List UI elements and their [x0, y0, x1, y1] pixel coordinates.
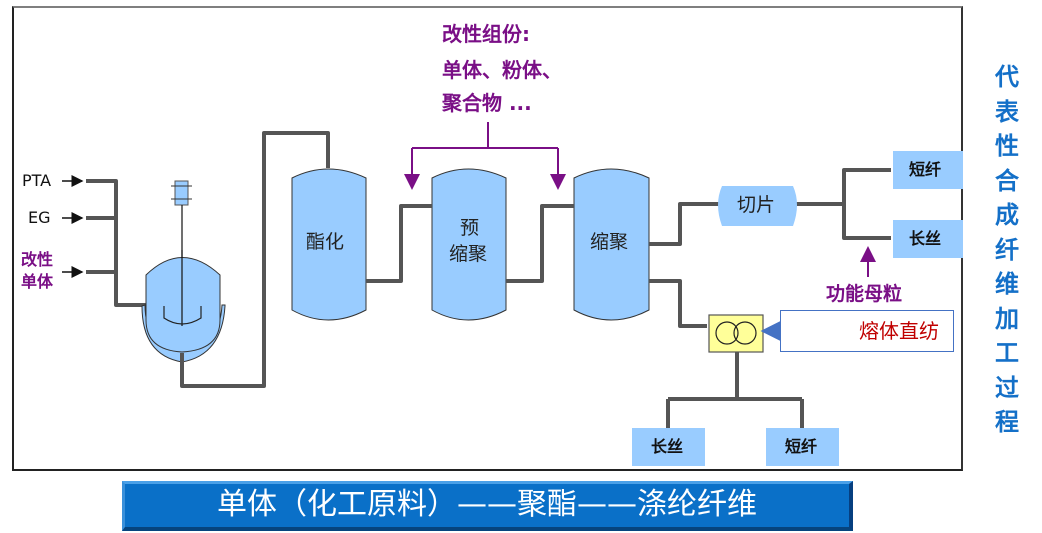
feed-pipes	[86, 179, 146, 307]
vessel-polycondensation	[573, 168, 650, 321]
vessel-label-prepoly-2: 缩聚	[449, 243, 488, 265]
melt-direct-spinning-box: 熔体直纺	[780, 310, 954, 352]
vessel-label-esterification: 酯化	[306, 231, 345, 253]
side-title: 代表性合成纤维加工过程	[995, 63, 1019, 436]
product-label-chip-staple: 短纤	[909, 160, 942, 179]
vessel-esterification	[291, 168, 367, 321]
modifier-component-arrows	[404, 122, 566, 190]
modifier-components-line2: 单体、粉体、	[442, 58, 562, 82]
melt-direct-spinning-label: 熔体直纺	[859, 319, 939, 343]
bottom-banner: 单体（化工原料）——聚酯——涤纶纤维	[122, 481, 853, 531]
spinning-pump-icon	[708, 314, 764, 353]
product-box-melt-staple	[766, 428, 839, 466]
functional-masterbatch-label: 功能母粒	[826, 283, 903, 305]
modifier-components-line1: 改性组份:	[442, 22, 530, 46]
product-label-melt-filament: 长丝	[651, 437, 684, 456]
vessel-label-polycondensation: 缩聚	[590, 231, 629, 253]
feed-label-modifier-1: 改性	[21, 250, 54, 269]
chips-label: 切片	[737, 194, 776, 216]
vessel-prepolycondensation	[431, 168, 507, 321]
modifier-components-line3: 聚合物 ...	[442, 91, 532, 115]
product-box-chip-staple	[893, 151, 963, 189]
inter-vessel-pipes	[366, 168, 891, 430]
product-label-chip-filament: 长丝	[909, 229, 942, 248]
feed-label-pta: PTA	[22, 171, 52, 190]
product-box-chip-filament	[893, 220, 963, 258]
pipe-reactor-to-esterification	[180, 131, 330, 388]
vessel-label-prepoly-1: 预	[460, 217, 480, 239]
feed-label-eg: EG	[28, 208, 51, 227]
mixing-reactor-icon	[141, 250, 226, 363]
product-label-melt-staple: 短纤	[785, 437, 818, 456]
product-box-melt-filament	[632, 428, 705, 466]
chips-icon	[718, 186, 797, 226]
feed-label-modifier-2: 单体	[21, 272, 54, 291]
